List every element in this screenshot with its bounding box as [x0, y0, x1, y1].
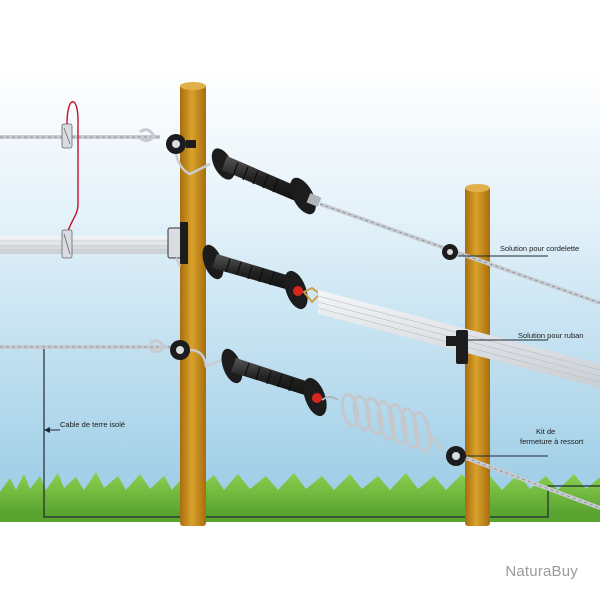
grass — [0, 472, 600, 522]
label-kit-line1: Kit de — [536, 427, 556, 436]
cord-line-right — [319, 202, 600, 305]
gate-spring — [340, 392, 444, 454]
tape-insulator-right — [446, 330, 468, 364]
connection-wire — [66, 101, 79, 233]
label-ruban: Solution pour ruban — [518, 331, 584, 340]
bottom-wire-right — [465, 456, 600, 510]
gate-handle-3 — [221, 348, 339, 417]
post-left — [180, 84, 206, 526]
label-kit-line2: fermeture à ressort — [520, 437, 584, 446]
cord-insulator-right — [442, 244, 458, 260]
cord-connector — [61, 123, 73, 149]
ring-insulator-bottom — [170, 340, 190, 360]
tape-left — [0, 236, 172, 254]
bottom-wire-left — [0, 339, 170, 354]
label-cordelette: Solution pour cordelette — [500, 244, 580, 253]
cord-line-left — [0, 128, 160, 143]
ring-insulator-top — [166, 134, 196, 154]
gate-handle-1 — [211, 148, 322, 215]
naturabuy-watermark: NaturaBuy — [505, 563, 578, 580]
post-right — [465, 186, 490, 526]
spring-insulator-right — [446, 446, 466, 466]
arrowhead-cable — [44, 427, 50, 433]
gate-handle-2 — [202, 244, 322, 310]
callout-lines — [44, 255, 548, 457]
label-cable: Cable de terre isolé — [60, 420, 126, 429]
ground-cable — [43, 347, 600, 518]
tape-connector — [61, 229, 73, 259]
tape-insulator-left — [167, 222, 188, 267]
